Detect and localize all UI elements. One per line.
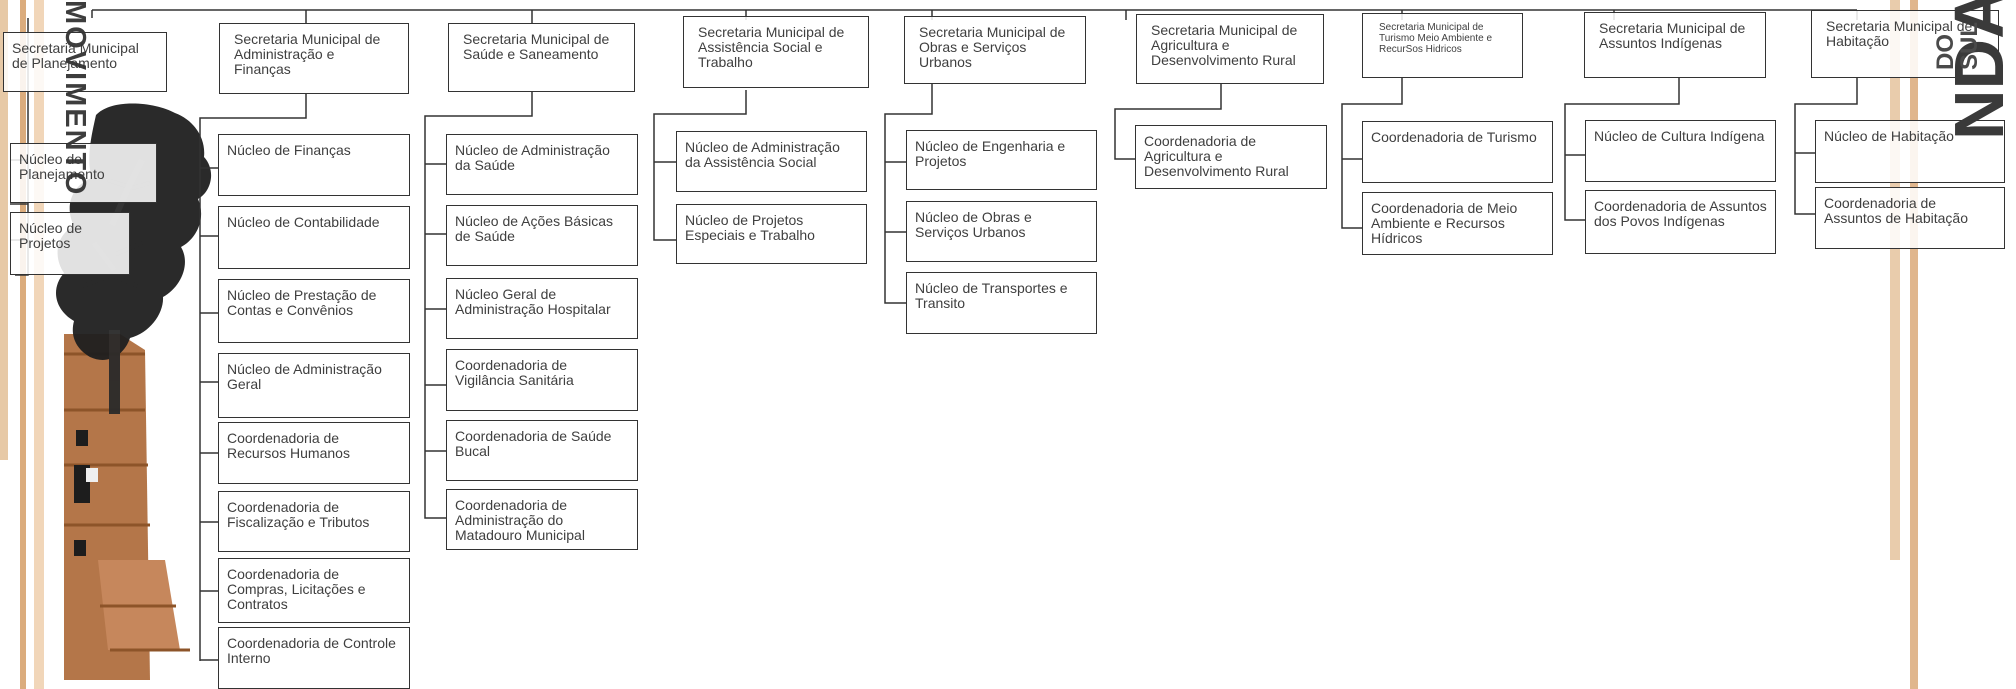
node-secretaria-saude-saneamento-label: Secretaria Municipal de Saúde e Saneamen…	[463, 31, 610, 62]
left-accent-stripe-2	[20, 0, 26, 689]
node-secretaria-turismo: Secretaria Municipal de Turismo Meio Amb…	[1362, 13, 1523, 78]
agri-unit-1-label: Coordenadoria de Agricultura e Desenvolv…	[1144, 133, 1289, 179]
node-secretaria-obras-label: Secretaria Municipal de Obras e Serviços…	[919, 24, 1066, 70]
finance-unit-6-label: Coordenadoria de Fiscalização e Tributos	[227, 499, 370, 530]
indigenous-unit-2: Coordenadoria de Assuntos dos Povos Indí…	[1585, 190, 1776, 254]
finance-unit-6: Coordenadoria de Fiscalização e Tributos	[218, 491, 410, 552]
tourism-unit-2: Coordenadoria de Meio Ambiente e Recurso…	[1362, 192, 1553, 255]
health-unit-5: Coordenadoria de Saúde Bucal	[446, 420, 638, 481]
node-secretaria-assistencia-social: Secretaria Municipal de Assistência Soci…	[683, 16, 869, 88]
health-unit-2: Núcleo de Ações Básicas de Saúde	[446, 205, 638, 266]
node-secretaria-agricultura-label: Secretaria Municipal de Agricultura e De…	[1151, 22, 1298, 68]
node-secretaria-agricultura: Secretaria Municipal de Agricultura e De…	[1136, 14, 1324, 84]
node-nucleo-planejamento: Núcleo de Planejamento	[10, 143, 157, 203]
health-unit-6-label: Coordenadoria de Administração do Matado…	[455, 497, 585, 543]
node-secretaria-planejamento-label: Secretaria Municipal de Planejamento	[12, 40, 139, 71]
health-branch-connector	[424, 92, 533, 519]
health-unit-6: Coordenadoria de Administração do Matado…	[446, 489, 638, 550]
works-unit-1: Núcleo de Engenharia e Projetos	[906, 130, 1097, 190]
right-vertical-small-text: DO SUL	[1932, 22, 1983, 70]
finance-unit-3-label: Núcleo de Prestação de Contas e Convênio…	[227, 287, 377, 318]
finance-unit-1: Núcleo de Finanças	[218, 134, 410, 196]
finance-unit-5: Coordenadoria de Recursos Humanos	[218, 422, 410, 484]
right-accent-stripe-1	[1890, 0, 1900, 560]
node-secretaria-assuntos-indigenas: Secretaria Municipal de Assuntos Indígen…	[1584, 12, 1766, 78]
finance-unit-7: Coordenadoria de Compras, Licitações e C…	[218, 558, 410, 623]
finance-unit-5-label: Coordenadoria de Recursos Humanos	[227, 430, 350, 461]
works-branch-connector	[884, 84, 933, 304]
node-secretaria-saude-saneamento: Secretaria Municipal de Saúde e Saneamen…	[448, 23, 635, 92]
health-unit-3-label: Núcleo Geral de Administração Hospitalar	[455, 286, 611, 317]
node-secretaria-habitacao-label: Secretaria Municipal de Habitação	[1826, 18, 1973, 49]
indigenous-unit-2-label: Coordenadoria de Assuntos dos Povos Indí…	[1594, 198, 1767, 229]
node-nucleo-planejamento-label: Núcleo de Planejamento	[19, 151, 105, 182]
housing-branch-connector	[1794, 78, 1858, 215]
indigenous-unit-1-label: Núcleo de Cultura Indígena	[1594, 128, 1765, 144]
health-unit-4: Coordenadoria de Vigilância Sanitária	[446, 349, 638, 411]
health-unit-1: Núcleo de Administração da Saúde	[446, 134, 638, 195]
social-unit-1: Núcleo de Administração da Assistência S…	[676, 131, 867, 192]
node-secretaria-assuntos-indigenas-label: Secretaria Municipal de Assuntos Indígen…	[1599, 20, 1746, 51]
social-unit-2-label: Núcleo de Projetos Especiais e Trabalho	[685, 212, 815, 243]
node-secretaria-administracao-financas: Secretaria Municipal de Administração e …	[219, 23, 409, 94]
social-unit-2: Núcleo de Projetos Especiais e Trabalho	[676, 204, 867, 264]
tourism-unit-1: Coordenadoria de Turismo	[1362, 121, 1553, 183]
health-unit-1-label: Núcleo de Administração da Saúde	[455, 142, 610, 173]
health-unit-4-label: Coordenadoria de Vigilância Sanitária	[455, 357, 574, 388]
building-illustration	[64, 334, 190, 680]
agri-unit-1: Coordenadoria de Agricultura e Desenvolv…	[1135, 125, 1327, 189]
node-secretaria-administracao-financas-label: Secretaria Municipal de Administração e …	[234, 31, 381, 77]
node-secretaria-obras: Secretaria Municipal de Obras e Serviços…	[904, 16, 1086, 84]
node-secretaria-turismo-label: Secretaria Municipal de Turismo Meio Amb…	[1379, 22, 1493, 55]
agri-branch-connector	[1114, 84, 1222, 160]
works-unit-2: Núcleo de Obras e Serviços Urbanos	[906, 201, 1097, 262]
housing-unit-1-label: Núcleo de Habitação	[1824, 128, 1954, 144]
right-accent-stripe-2	[1910, 0, 1918, 689]
housing-unit-2-label: Coordenadoria de Assuntos de Habitação	[1824, 195, 1968, 226]
housing-unit-1: Núcleo de Habitação	[1815, 120, 2005, 183]
social-branch-connector	[653, 90, 747, 241]
node-secretaria-assistencia-social-label: Secretaria Municipal de Assistência Soci…	[698, 24, 845, 70]
node-secretaria-planejamento: Secretaria Municipal de Planejamento	[3, 32, 167, 92]
works-unit-1-label: Núcleo de Engenharia e Projetos	[915, 138, 1066, 169]
finance-unit-8: Coordenadoria de Controle Interno	[218, 627, 410, 689]
left-vertical-text: MOVIMENTO	[59, 0, 91, 197]
works-unit-3: Núcleo de Transportes e Transito	[906, 272, 1097, 334]
tourism-unit-1-label: Coordenadoria de Turismo	[1371, 129, 1537, 145]
tourism-unit-2-label: Coordenadoria de Meio Ambiente e Recurso…	[1371, 200, 1518, 246]
finance-unit-4: Núcleo de Administração Geral	[218, 353, 410, 418]
works-unit-3-label: Núcleo de Transportes e Transito	[915, 280, 1068, 311]
finance-unit-3: Núcleo de Prestação de Contas e Convênio…	[218, 279, 410, 343]
left-accent-stripe-3	[34, 0, 44, 689]
tourism-branch-connector	[1341, 78, 1403, 229]
finance-unit-4-label: Núcleo de Administração Geral	[227, 361, 382, 392]
finance-unit-8-label: Coordenadoria de Controle Interno	[227, 635, 396, 666]
node-nucleo-projetos-label: Núcleo de Projetos	[19, 220, 83, 251]
health-unit-3: Núcleo Geral de Administração Hospitalar	[446, 278, 638, 339]
indigenous-branch-connector	[1564, 78, 1680, 221]
left-accent-stripe-1	[0, 0, 8, 460]
finance-unit-1-label: Núcleo de Finanças	[227, 142, 351, 158]
health-unit-2-label: Núcleo de Ações Básicas de Saúde	[455, 213, 613, 244]
works-unit-2-label: Núcleo de Obras e Serviços Urbanos	[915, 209, 1032, 240]
node-secretaria-habitacao: Secretaria Municipal de Habitação	[1811, 10, 1999, 78]
social-unit-1-label: Núcleo de Administração da Assistência S…	[685, 139, 840, 170]
finance-branch-connector	[199, 94, 307, 661]
housing-unit-2: Coordenadoria de Assuntos de Habitação	[1815, 187, 2005, 249]
indigenous-unit-1: Núcleo de Cultura Indígena	[1585, 120, 1776, 182]
node-nucleo-projetos: Núcleo de Projetos	[10, 212, 130, 275]
finance-unit-2-label: Núcleo de Contabilidade	[227, 214, 380, 230]
finance-unit-7-label: Coordenadoria de Compras, Licitações e C…	[227, 566, 366, 612]
health-unit-5-label: Coordenadoria de Saúde Bucal	[455, 428, 612, 459]
finance-unit-2: Núcleo de Contabilidade	[218, 206, 410, 269]
